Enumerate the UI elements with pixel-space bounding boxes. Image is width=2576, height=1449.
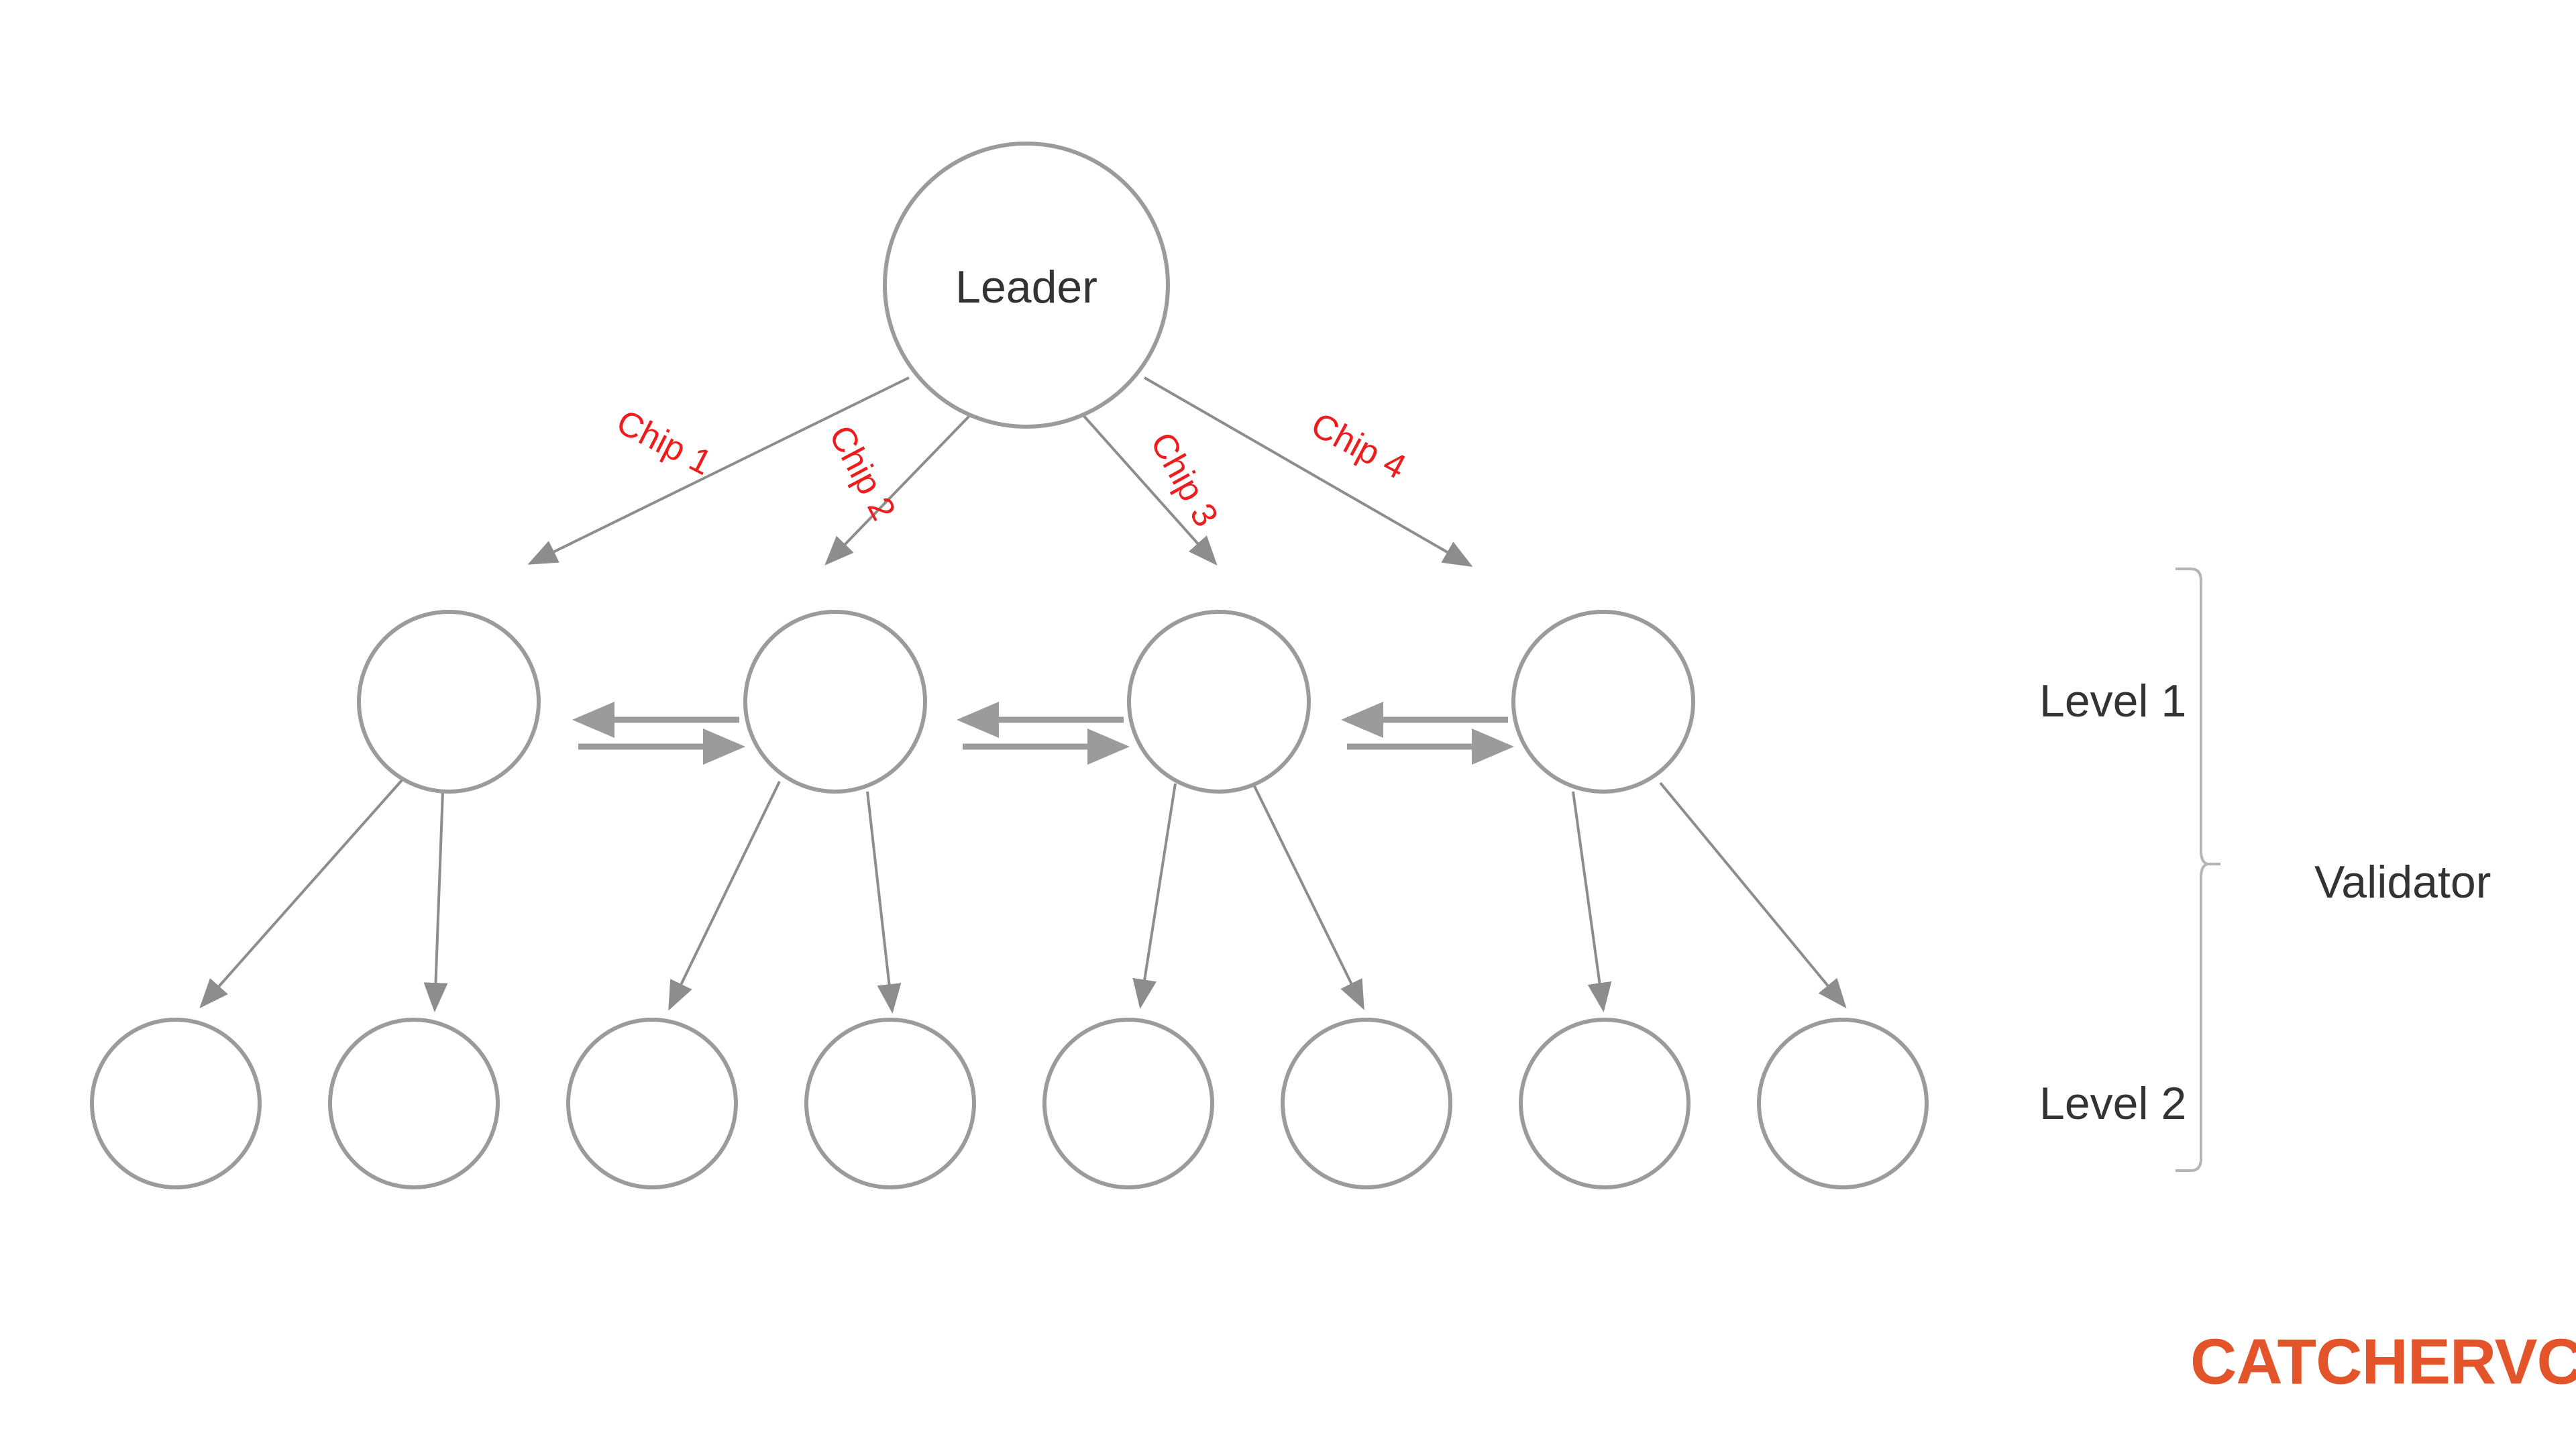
chip-4-edge (1144, 376, 1473, 567)
level-2-label: Level 2 (2039, 1078, 2186, 1129)
edge-l1-1-to-l2-2 (668, 781, 781, 1011)
chip-edges-group (527, 376, 1473, 567)
level2-node-3[interactable] (566, 1018, 738, 1189)
level2-node-1[interactable] (90, 1018, 262, 1189)
level2-node-7[interactable] (1519, 1018, 1690, 1189)
edge-l1-1-to-l2-3 (866, 791, 902, 1014)
edge-l1-0-to-l2-1 (423, 791, 448, 1012)
chip-1-edge (527, 376, 910, 565)
level1-node-4[interactable] (1511, 610, 1695, 794)
chip-4-label: Chip 4 (1305, 405, 1412, 487)
level-1-label: Level 1 (2039, 676, 2186, 727)
level1-node-3[interactable] (1127, 610, 1311, 794)
edge-l1-2-to-l2-5 (1253, 786, 1364, 1010)
leader-circle[interactable] (883, 142, 1170, 429)
level2-node-8[interactable] (1757, 1018, 1929, 1189)
edge-l1-2-to-l2-4 (1132, 783, 1177, 1009)
level2-node-6[interactable] (1281, 1018, 1452, 1189)
node-leader[interactable]: Leader (883, 142, 1170, 429)
edge-l1-0-to-l2-0 (199, 778, 404, 1008)
catchervc-logo: CATCHERVC (2190, 1326, 2576, 1398)
peer-links-group (572, 702, 1514, 765)
level2-node-4[interactable] (804, 1018, 976, 1189)
edge-l1-3-to-l2-6 (1572, 791, 1612, 1012)
level1-to-level2-edges-group (199, 778, 1847, 1014)
chip-3-label: Chip 3 (1142, 426, 1226, 533)
chip-3-edge (1081, 413, 1218, 566)
leader-label: Leader (955, 262, 1097, 313)
validator-label: Validator (2314, 857, 2491, 908)
level2-node-2[interactable] (328, 1018, 500, 1189)
chip-1-label: Chip 1 (610, 402, 718, 483)
chip-2-label: Chip 2 (821, 419, 903, 527)
level1-nodes-group (357, 610, 1695, 794)
level1-node-1[interactable] (357, 610, 541, 794)
level2-node-5[interactable] (1042, 1018, 1214, 1189)
level2-nodes-group (90, 1018, 1929, 1189)
chip-2-edge (824, 413, 973, 566)
edge-l1-3-to-l2-7 (1659, 782, 1847, 1009)
validator-brace-icon (2176, 568, 2220, 1172)
level1-node-2[interactable] (743, 610, 927, 794)
